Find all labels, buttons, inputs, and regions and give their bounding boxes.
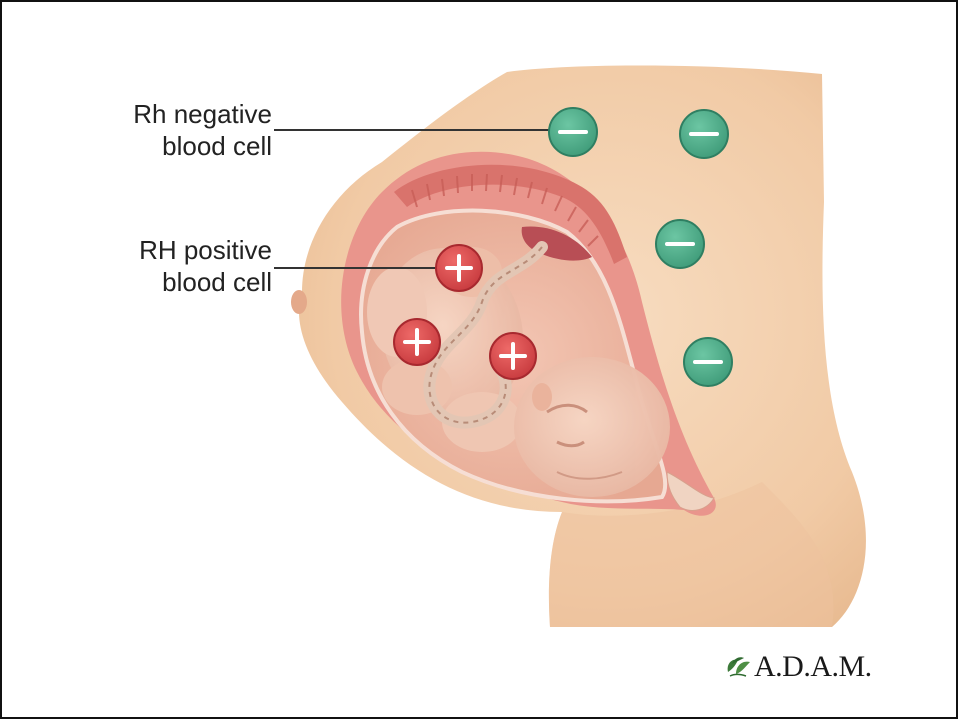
label-rh-positive: RH positive blood cell	[62, 234, 272, 298]
adam-logo: A.D.A.M.	[724, 650, 872, 684]
rh-positive-cell	[394, 319, 440, 365]
rh-positive-cell	[490, 333, 536, 379]
rh-negative-cell	[684, 338, 732, 386]
label-rh-positive-line2: blood cell	[62, 266, 272, 298]
fetus-head	[514, 357, 670, 497]
rh-negative-cell	[549, 108, 597, 156]
leaf-icon	[724, 654, 754, 680]
label-rh-negative-line2: blood cell	[62, 130, 272, 162]
rh-positive-cell	[436, 245, 482, 291]
rh-negative-cell	[656, 220, 704, 268]
label-rh-negative-line1: Rh negative	[62, 98, 272, 130]
logo-text: A.D.A.M.	[754, 650, 872, 684]
label-rh-positive-line1: RH positive	[62, 234, 272, 266]
nipple-shape	[291, 290, 307, 314]
label-rh-negative: Rh negative blood cell	[62, 98, 272, 162]
rh-negative-cell	[680, 110, 728, 158]
